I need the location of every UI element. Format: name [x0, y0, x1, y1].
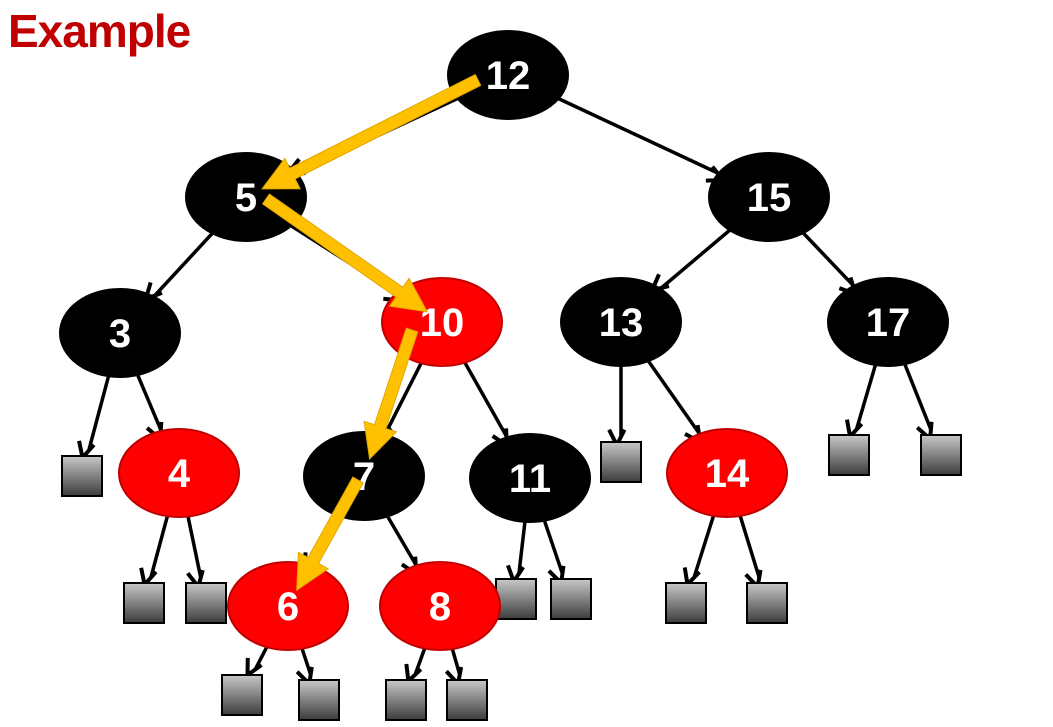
- black-node-circle: [447, 30, 569, 120]
- black-node-circle: [560, 277, 682, 367]
- node-label: 5: [235, 176, 257, 220]
- tree-node-4: 4: [118, 428, 240, 518]
- tree-edge-n17-L3: [845, 358, 879, 441]
- tree-edge-n4-L6: [185, 510, 205, 592]
- nodes-layer: 12 5 15 3 10 13 17 4 7 11 14 6 8: [59, 30, 949, 651]
- black-node-circle: [59, 288, 181, 378]
- tree-edge-n17-L4: [900, 358, 934, 444]
- nil-leaf: [828, 434, 870, 476]
- node-label: 8: [429, 585, 451, 629]
- nil-leaf: [385, 679, 427, 721]
- nil-leaf: [600, 441, 642, 483]
- node-label: 11: [509, 457, 551, 501]
- tree-node-14: 14: [666, 428, 788, 518]
- search-path-layer: [261, 73, 482, 592]
- tree-edge-n5-n3: [142, 227, 218, 303]
- nil-leaf: [61, 455, 103, 497]
- node-label: 15: [747, 176, 792, 220]
- red-node-circle: [666, 428, 788, 518]
- node-label: 12: [486, 54, 531, 98]
- tree-node-13: 13: [560, 277, 682, 367]
- nil-leaf: [746, 582, 788, 624]
- node-label: 3: [109, 312, 131, 356]
- black-node-circle: [303, 431, 425, 521]
- tree-edge-n13-n14: [643, 355, 703, 446]
- search-path-arrow-1: [261, 73, 482, 190]
- slide-title: Example: [8, 5, 191, 57]
- black-node-circle: [827, 277, 949, 367]
- tree-edge-n7-n8: [383, 510, 419, 578]
- red-node-circle: [118, 428, 240, 518]
- node-label: 17: [866, 301, 911, 345]
- red-node-circle: [379, 561, 501, 651]
- nil-leaf: [298, 679, 340, 721]
- tree-edge-n10-n11: [460, 356, 510, 450]
- node-label: 13: [599, 301, 644, 345]
- tree-edge-n12-n15: [552, 94, 728, 183]
- nil-leaves-layer: [61, 434, 962, 721]
- nil-leaf: [920, 434, 962, 476]
- nil-leaf: [123, 582, 165, 624]
- tree-edge-n10-n7: [375, 357, 426, 444]
- search-path-arrow-2: [261, 193, 429, 313]
- tree-edge-n11-L8: [540, 514, 566, 588]
- tree-node-12: 12: [447, 30, 569, 120]
- edges-layer: [77, 94, 934, 689]
- tree-edge-n15-n17: [797, 227, 859, 298]
- tree-node-17: 17: [827, 277, 949, 367]
- node-label: 4: [168, 452, 191, 496]
- tree-edge-n15-n13: [648, 225, 736, 294]
- tree-node-8: 8: [379, 561, 501, 651]
- tree-node-11: 11: [469, 433, 591, 523]
- nil-leaf: [221, 674, 263, 716]
- node-label: 14: [705, 452, 750, 496]
- nil-leaf: [665, 582, 707, 624]
- black-node-circle: [469, 433, 591, 523]
- nil-leaf: [550, 578, 592, 620]
- tree-node-6: 6: [227, 561, 349, 651]
- tree-node-7: 7: [303, 431, 425, 521]
- tree-edge-n3-n4: [133, 368, 164, 444]
- tree-edge-n3-L1: [77, 369, 112, 463]
- tree-edge-n4-L5: [139, 509, 171, 590]
- search-path-arrow-4: [296, 476, 364, 592]
- tree-edge-n14-L10: [736, 509, 763, 592]
- node-label: 6: [277, 585, 299, 629]
- nil-leaf: [185, 582, 227, 624]
- black-node-circle: [708, 152, 830, 242]
- tree-node-3: 3: [59, 288, 181, 378]
- tree-node-15: 15: [708, 152, 830, 242]
- search-path-arrow-3: [363, 327, 419, 460]
- nil-leaf: [446, 679, 488, 721]
- tree-edge-n11-L7: [506, 515, 528, 587]
- tree-edge-n14-L9: [682, 509, 717, 589]
- nil-leaf: [495, 578, 537, 620]
- red-node-circle: [227, 561, 349, 651]
- node-label: 10: [420, 301, 465, 345]
